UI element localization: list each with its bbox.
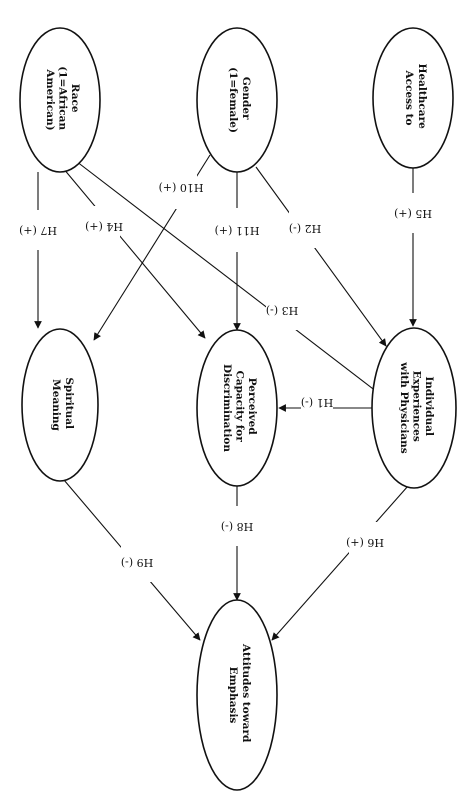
edge-label-h9: H9 (-) bbox=[121, 556, 153, 569]
edge-label-h3: H3 (-) bbox=[266, 304, 298, 317]
node-spiritual-line-2: Meaning bbox=[50, 379, 62, 431]
edge-h5: H5 (+) bbox=[394, 168, 432, 327]
edge-label-h5: H5 (+) bbox=[394, 207, 432, 220]
node-gender: Gender (1=female) bbox=[196, 27, 278, 173]
node-discrimination: Perceived Capacity for Discrimination bbox=[196, 329, 278, 487]
svg-text:Healthcare Access to: Healthcare Access to bbox=[403, 64, 428, 133]
edge-label-h11: H11 (+) bbox=[215, 224, 260, 237]
node-spiritual-line-1: Spiritual bbox=[63, 377, 75, 429]
node-healthcare-access-line-2: Access to bbox=[403, 70, 415, 126]
edge-label-h1: H1 (-) bbox=[301, 396, 333, 409]
edge-label-h10: H10 (+) bbox=[159, 181, 204, 194]
node-discrimination-line-3: Discrimination bbox=[221, 364, 233, 452]
edge-h8: H8 (-) bbox=[221, 486, 253, 601]
node-gender-line-1: Gender bbox=[240, 77, 252, 120]
edge-h10: H10 (+) bbox=[93, 154, 211, 341]
node-spiritual: Spiritual Meaning bbox=[21, 328, 99, 482]
node-gender-line-2: (1=female) bbox=[227, 67, 239, 133]
node-discrimination-line-2: Capacity for bbox=[233, 370, 245, 442]
edge-label-h7: H7 (+) bbox=[19, 224, 57, 237]
node-emphasis: Attitudes toward Emphasis bbox=[196, 599, 278, 791]
edge-h6: H6 (+) bbox=[271, 485, 409, 641]
svg-text:Spiritual Meaning: Spiritual Meaning bbox=[50, 377, 75, 432]
edge-label-h2: H2 (-) bbox=[289, 222, 321, 235]
node-healthcare-access: Healthcare Access to bbox=[372, 27, 454, 169]
edge-h1: H1 (-) bbox=[278, 382, 374, 422]
edge-h9: H9 (-) bbox=[63, 479, 201, 641]
edge-h7: H7 (+) bbox=[19, 172, 57, 329]
node-race: Race (1=African American) bbox=[19, 27, 101, 173]
node-physician-experiences-line-2: Experiences bbox=[410, 371, 422, 442]
edge-h11: H11 (+) bbox=[215, 172, 260, 331]
node-physician-experiences-line-3: with Physicians bbox=[398, 361, 410, 454]
edge-label-h8: H8 (-) bbox=[221, 520, 253, 533]
node-race-line-1: Race bbox=[69, 84, 81, 113]
edge-h4: H4 (+) bbox=[62, 167, 206, 339]
edge-h2: H2 (-) bbox=[255, 166, 387, 347]
node-physician-experiences: Individual Experiences with Physicians bbox=[371, 327, 457, 489]
svg-text:Race (1=African Am: Race (1=African American) bbox=[44, 66, 81, 134]
edge-h3: H3 (-) bbox=[71, 157, 382, 396]
node-discrimination-line-1: Perceived bbox=[246, 378, 258, 436]
edge-label-h6: H6 (+) bbox=[346, 536, 384, 549]
node-emphasis-line-2: Emphasis bbox=[227, 667, 239, 724]
node-race-line-3: American) bbox=[44, 68, 56, 130]
svg-text:Perceived Capacity for: Perceived Capacity for Discrimination bbox=[221, 364, 258, 452]
node-healthcare-access-line-1: Healthcare bbox=[416, 64, 428, 130]
node-emphasis-line-1: Attitudes toward bbox=[240, 643, 252, 743]
node-race-line-2: (1=African bbox=[56, 66, 68, 130]
svg-text:Gender (1=female): Gender (1=female) bbox=[227, 67, 252, 133]
svg-text:Individual Experiences: Individual Experiences with Physicians bbox=[398, 361, 435, 454]
node-physician-experiences-line-1: Individual bbox=[423, 376, 435, 436]
edge-label-h4: H4 (+) bbox=[85, 220, 123, 233]
svg-text:Attitudes toward Emphasi: Attitudes toward Emphasis bbox=[227, 643, 252, 746]
